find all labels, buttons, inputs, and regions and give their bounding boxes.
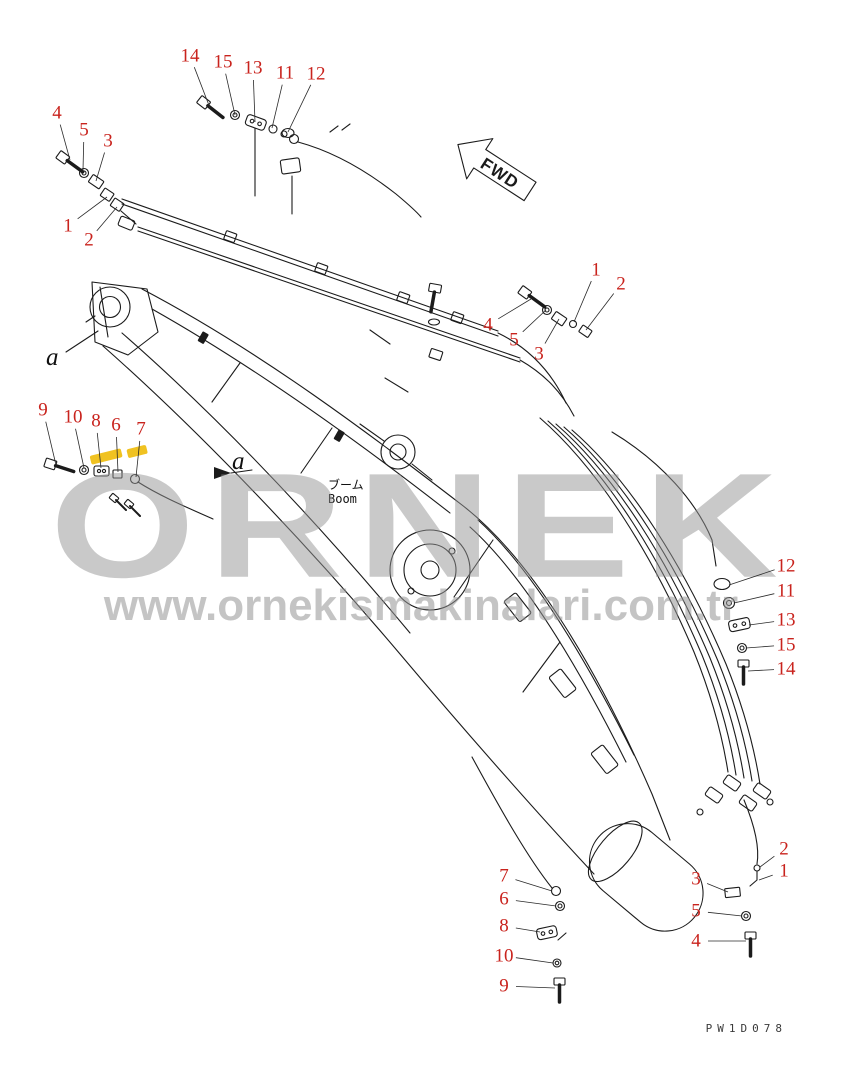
bolt-icon bbox=[553, 977, 566, 1004]
boom-label-en: Boom bbox=[328, 492, 357, 506]
boom-label: ブーム Boom bbox=[328, 478, 364, 506]
drawing-code: PW1D078 bbox=[705, 1022, 787, 1035]
fwd-label: FWD bbox=[477, 154, 522, 193]
section-markers bbox=[65, 330, 253, 479]
mid-right-hardware bbox=[517, 285, 593, 338]
upper-piping bbox=[121, 123, 575, 417]
boom-body bbox=[102, 288, 704, 932]
mid-left-hardware bbox=[43, 457, 214, 520]
section-a-label-left: a bbox=[46, 344, 59, 371]
section-a-label-mid: a bbox=[232, 448, 245, 475]
boom-label-jp: ブーム bbox=[328, 478, 364, 492]
bottom-mid-hardware bbox=[471, 756, 567, 1004]
right-cap-parts bbox=[713, 577, 751, 686]
bolt-icon bbox=[744, 931, 757, 958]
boom-tip-cylinder bbox=[587, 820, 704, 932]
left-top-hardware bbox=[55, 150, 137, 231]
fwd-arrow: FWD bbox=[457, 138, 537, 202]
bottom-right-hardware bbox=[724, 799, 761, 958]
highlight-marks bbox=[89, 445, 148, 465]
bolt-icon bbox=[737, 659, 750, 686]
right-tube-bundle bbox=[539, 417, 774, 816]
top-hardware bbox=[196, 95, 295, 139]
boom-foot-bracket bbox=[85, 281, 159, 356]
